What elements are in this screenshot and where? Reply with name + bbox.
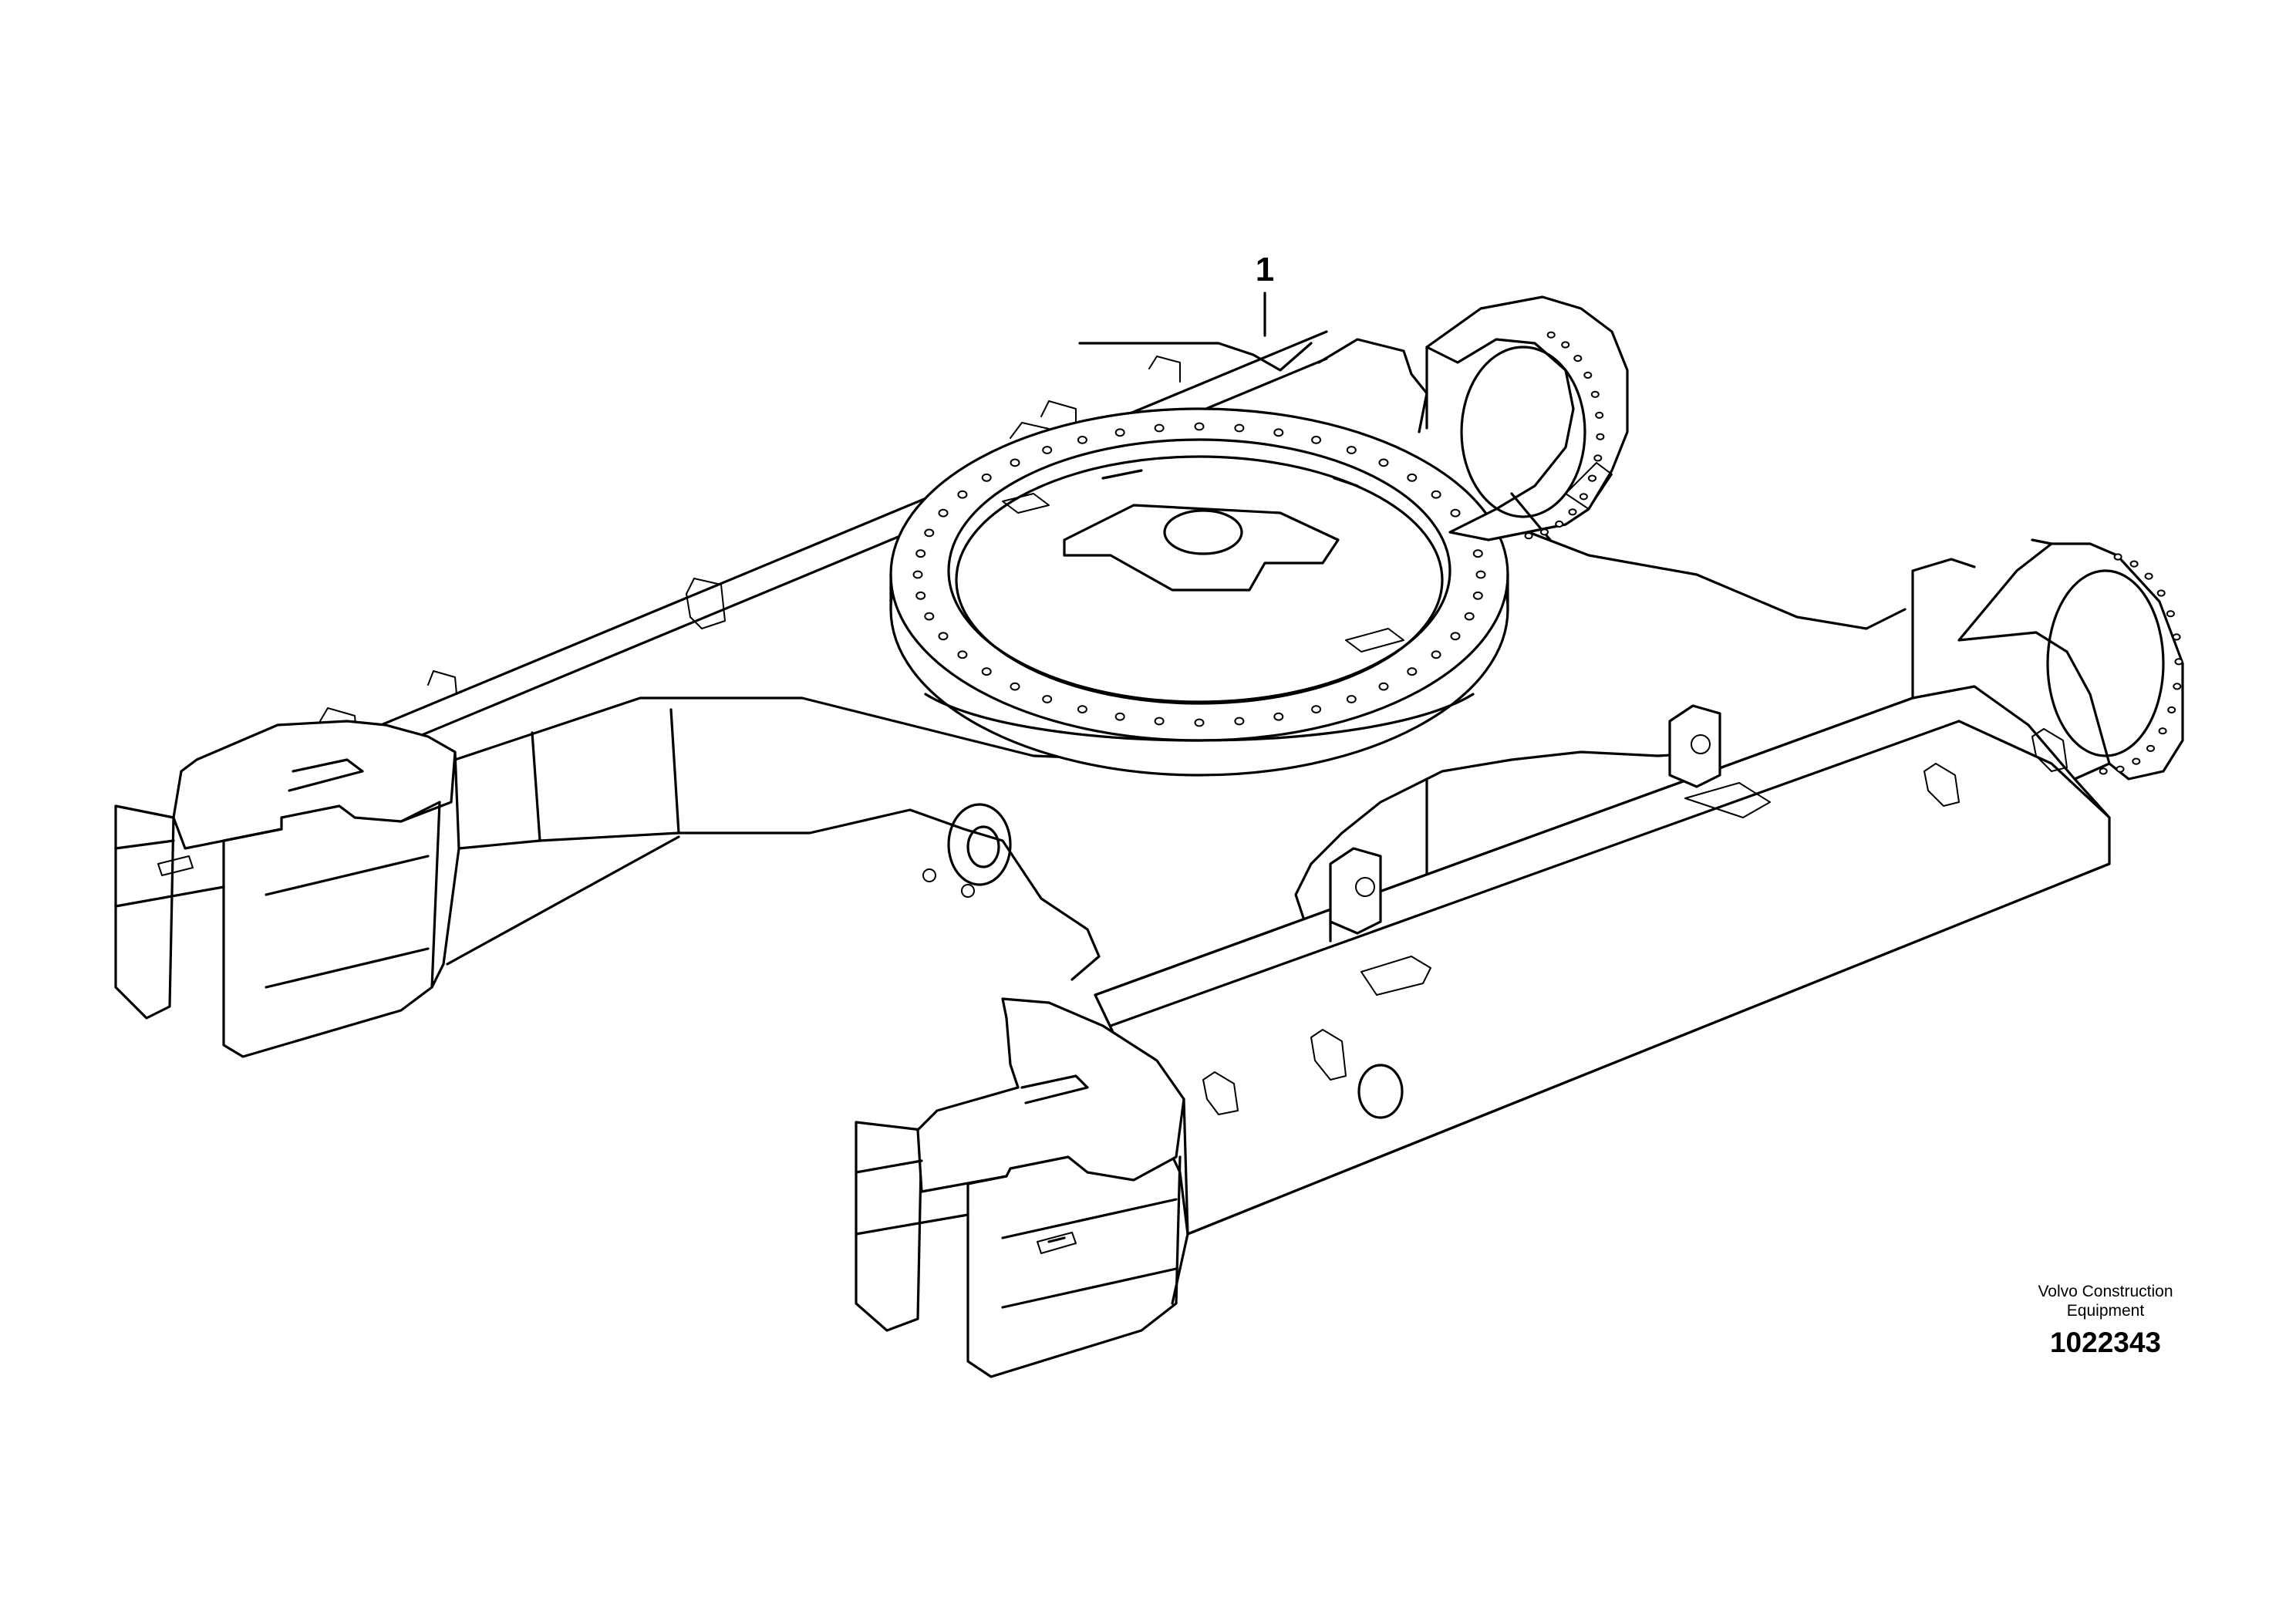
bolt-hole — [2158, 727, 2167, 735]
publisher-label: Volvo Construction Equipment — [1974, 1282, 2237, 1320]
bolt-hole — [1590, 390, 1600, 398]
bolt-hole — [2144, 572, 2153, 580]
bolt-hole — [1273, 712, 1284, 721]
bolt-hole — [981, 473, 992, 482]
publisher-line-2: Equipment — [2066, 1302, 2145, 1320]
bolt-hole — [2146, 744, 2155, 752]
bolt-hole — [2173, 683, 2182, 690]
bolt-hole — [1114, 712, 1125, 721]
bolt-hole — [1588, 474, 1596, 482]
swing-ring — [889, 407, 1509, 777]
publisher-line-1: Volvo Construction — [2038, 1283, 2173, 1300]
bolt-hole — [1431, 490, 1441, 499]
bolt-hole — [2099, 767, 2108, 775]
bolt-hole — [1042, 695, 1053, 703]
bolt-hole — [1154, 423, 1165, 433]
bolt-hole — [1234, 717, 1245, 726]
bolt-hole — [1194, 422, 1205, 431]
right-front-yoke — [855, 997, 1189, 1378]
bolt-hole — [2174, 658, 2183, 666]
bolt-hole — [2113, 553, 2122, 561]
bolt-hole — [1273, 428, 1284, 437]
swing-ring-bolt-holes — [912, 422, 1486, 727]
bolt-hole — [1593, 454, 1603, 462]
right-rear-ring — [1957, 538, 2184, 781]
bolt-hole — [938, 632, 949, 641]
bolt-hole — [1568, 508, 1577, 516]
bolt-hole — [915, 591, 926, 600]
bolt-hole — [1194, 718, 1205, 727]
bolt-hole — [1555, 520, 1564, 528]
bolt-hole — [981, 667, 992, 676]
bolt-hole — [915, 549, 926, 558]
bolt-hole — [1042, 446, 1053, 454]
bolt-hole — [1450, 508, 1461, 518]
bolt-hole — [957, 650, 968, 659]
bolt-hole — [1472, 591, 1483, 600]
bolt-hole — [957, 490, 968, 499]
bolt-hole — [1546, 331, 1556, 339]
bolt-hole — [1346, 695, 1357, 703]
bolt-hole — [1234, 423, 1245, 433]
bolt-hole — [1010, 458, 1020, 467]
bolt-hole — [912, 570, 923, 579]
bolt-hole — [2129, 560, 2139, 568]
bolt-hole — [1311, 705, 1322, 713]
left-front-yoke — [114, 720, 460, 1058]
bolt-hole — [1346, 446, 1357, 454]
bolt-hole — [1407, 473, 1418, 482]
bolt-hole — [1077, 436, 1087, 444]
bolt-hole — [1010, 682, 1020, 691]
bolt-hole — [924, 612, 935, 621]
bolt-hole — [2132, 757, 2141, 765]
bolt-hole — [1573, 355, 1583, 363]
bolt-hole — [2166, 610, 2175, 618]
bolt-hole — [1114, 428, 1125, 437]
bolt-hole — [1579, 493, 1588, 501]
bolt-hole — [1596, 433, 1605, 440]
bolt-hole — [1583, 371, 1593, 379]
bolt-hole — [924, 528, 935, 538]
bolt-hole — [1450, 632, 1461, 641]
bolt-hole — [1407, 667, 1418, 676]
left-rear-ring — [1425, 295, 1629, 541]
bolt-hole — [938, 508, 949, 518]
bolt-hole — [1077, 705, 1087, 713]
bolt-hole — [1378, 458, 1389, 467]
bolt-hole — [1524, 532, 1533, 540]
bolt-hole — [1464, 612, 1475, 621]
bolt-hole — [2116, 765, 2125, 773]
bolt-hole — [1595, 411, 1604, 419]
bolt-hole — [1154, 717, 1165, 726]
bolt-hole — [1378, 682, 1389, 691]
figure-number: 1022343 — [2049, 1327, 2162, 1358]
bolt-hole — [2172, 633, 2181, 641]
bolt-hole — [2156, 589, 2166, 597]
bolt-hole — [1431, 650, 1441, 659]
bolt-hole — [1472, 549, 1483, 558]
bolt-hole — [1540, 528, 1549, 536]
callout-number: 1 — [1255, 251, 1275, 288]
bolt-hole — [1561, 341, 1570, 349]
bolt-hole — [2167, 706, 2176, 714]
bolt-hole — [1311, 436, 1322, 444]
right-track-frame — [1094, 558, 2111, 1236]
right-ring-bolt-holes — [2099, 553, 2183, 775]
left-ring-bolt-holes — [1524, 331, 1605, 540]
bolt-hole — [1475, 570, 1486, 579]
